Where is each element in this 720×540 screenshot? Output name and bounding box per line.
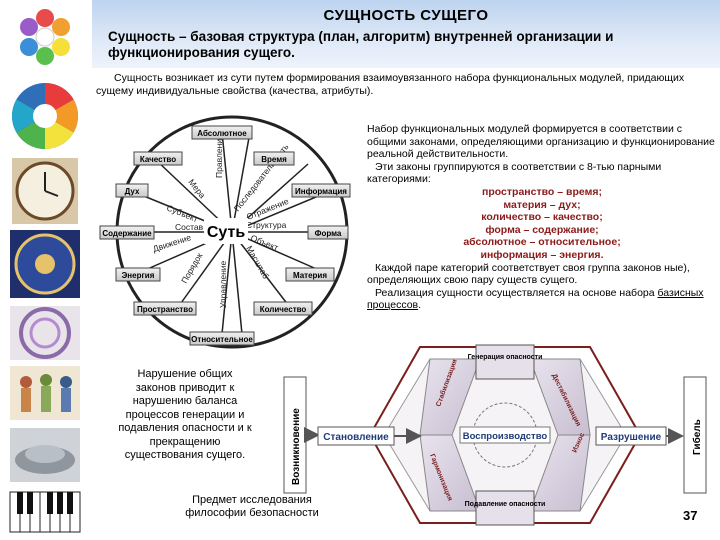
spoke-structure-label: Структура [246, 220, 287, 230]
box-absolute: Абсолютное [197, 129, 247, 138]
laws-paragraph-3: Каждой паре категорий соответствует своя… [367, 261, 690, 287]
box-information: Информация [295, 187, 347, 196]
slide-subtitle: Сущность – базовая структура (план, алго… [108, 29, 708, 61]
subtitle-term: Сущность [108, 29, 176, 44]
category-pair: количество – качество; [481, 211, 603, 224]
slide-title: СУЩНОСТЬ СУЩЕГО [323, 7, 489, 24]
color-flower-icon [20, 9, 70, 65]
category-pair: форма – содержание; [485, 223, 599, 236]
mandala-icon [10, 306, 80, 360]
machine-photo-icon [10, 428, 80, 482]
category-pair: пространство – время; [482, 185, 602, 198]
generation-label: Генерация опасности [468, 354, 543, 361]
box-spirit: Дух [125, 187, 140, 196]
laws-text-block: Набор функциональных модулей формируется… [367, 123, 717, 312]
laws-paragraph-1: Набор функциональных модулей формируется… [367, 123, 715, 161]
color-wheel-icon [11, 82, 79, 149]
spoke-composition-label: Состав [175, 222, 204, 232]
category-pair: материя – дух; [503, 198, 581, 211]
wheel-center-label: Суть [207, 224, 245, 241]
wheel-center-box [204, 218, 248, 244]
laws-paragraph-2: Эти законы группируются в соответствии с… [367, 160, 662, 186]
category-pair: информация – энергия. [480, 248, 604, 261]
suppression-label: Подавление опасности [465, 501, 546, 508]
emergence-label: Возникновение [291, 408, 302, 485]
process-flow-diagram: Генерация опасности Подавление опасности… [283, 344, 707, 526]
laws-paragraph-4-text: Реализация сущности осуществляется на ос… [375, 286, 658, 299]
box-time: Время [261, 155, 287, 164]
spoke-governance-label: Правление [214, 134, 224, 178]
intro-paragraph: Сущность возникает из сути путем формиро… [96, 72, 685, 97]
header-band [92, 0, 720, 68]
zodiac-clock-icon [10, 230, 80, 298]
formation-label: Становление [323, 432, 389, 443]
death-label: Гибель [691, 419, 703, 455]
box-relative: Относительное [191, 335, 253, 344]
thumbnail-strip [0, 0, 92, 540]
destruction-label: Разрушение [601, 432, 662, 443]
laws-paragraph-4: Реализация сущности осуществляется на ос… [367, 287, 717, 312]
box-space: Пространство [137, 305, 193, 314]
box-energy: Энергия [122, 271, 155, 280]
research-subject-note: Предмет исследования философии безопасно… [185, 494, 319, 519]
people-illustration-icon [10, 366, 80, 420]
violation-note: Нарушение общих законов приводит к наруш… [118, 368, 252, 461]
subtitle-definition: – базовая структура (план, алгоритм) вну… [108, 29, 614, 60]
box-matter: Материя [293, 271, 327, 280]
box-quantity: Количество [260, 305, 307, 314]
laws-paragraph-4-end: . [418, 299, 422, 312]
piano-keys-icon [9, 491, 81, 533]
essence-wheel-diagram: Правление Мера Субъект Состав Движение П… [99, 115, 351, 349]
reproduction-label: Воспроизводство [463, 431, 548, 442]
category-pair: абсолютное – относительное; [463, 236, 621, 249]
clock-icon [12, 158, 78, 224]
box-quality: Качество [140, 155, 176, 164]
basic-processes-link[interactable]: базисных процессов [367, 286, 704, 312]
spoke-management-label: Управление [218, 260, 228, 308]
page-number: 37 [683, 508, 698, 523]
box-content: Содержание [102, 229, 152, 238]
box-form: Форма [315, 229, 342, 238]
